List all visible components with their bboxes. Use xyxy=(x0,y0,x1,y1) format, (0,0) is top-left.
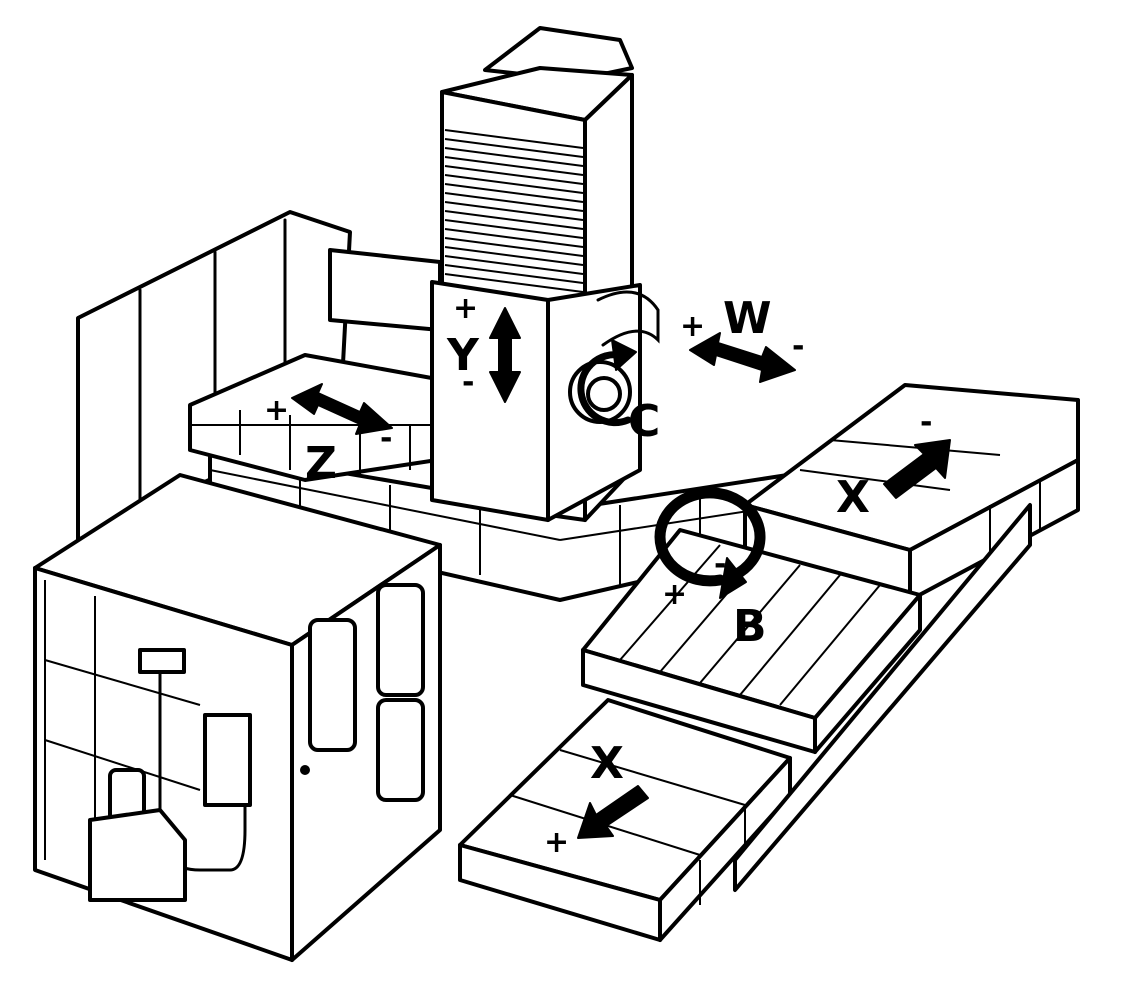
bellows-rib xyxy=(444,138,584,158)
x-rear-axis-label: X xyxy=(836,472,870,523)
b-minus-sign: - xyxy=(714,547,726,582)
x-rear-minus-sign: - xyxy=(920,405,932,440)
bellows-rib xyxy=(444,156,584,176)
z-axis-arrow xyxy=(291,383,393,435)
w-plus-sign: + xyxy=(680,309,705,344)
w-axis-arrow xyxy=(689,332,796,383)
c-axis-label: C xyxy=(628,396,660,447)
x-front-plus-sign: + xyxy=(544,825,569,860)
bellows-rib xyxy=(444,201,584,221)
bellows-rib xyxy=(444,255,584,275)
bellows-rib xyxy=(444,228,584,248)
b-plus-sign: + xyxy=(662,577,687,612)
bellows-rib xyxy=(444,273,584,293)
axis-arrows xyxy=(291,307,951,839)
bellows-rib xyxy=(444,165,584,185)
b-axis-arrow xyxy=(654,487,766,587)
w-minus-sign: - xyxy=(792,329,804,364)
y-plus-sign: + xyxy=(453,291,478,326)
bellows-rib xyxy=(444,246,584,266)
rotary-table xyxy=(581,528,922,754)
axis-labels: + Y - + Z - + W - C - X - + B X + xyxy=(264,291,932,860)
x-axis-front-bed xyxy=(458,503,1032,942)
bellows-rib xyxy=(444,129,584,149)
bellows-rib xyxy=(444,210,584,230)
c-axis-arrow xyxy=(577,351,632,427)
y-axis-arrow xyxy=(489,307,521,403)
x-front-axis-label: X xyxy=(590,738,624,789)
z-minus-sign: - xyxy=(380,421,392,456)
z-axis-label: Z xyxy=(305,438,337,489)
y-axis-label: Y xyxy=(446,330,480,381)
b-axis-label: B xyxy=(733,601,767,652)
bellows-rib xyxy=(444,237,584,257)
x-axis-front-arrow xyxy=(577,785,649,839)
bellows-rib xyxy=(444,192,584,212)
bellows-rib xyxy=(444,147,584,167)
operator-cabin xyxy=(33,473,442,962)
x-axis-rear-arrow xyxy=(883,439,951,499)
w-axis-label: W xyxy=(723,293,772,344)
z-plus-sign: + xyxy=(264,393,289,428)
bellows-rib xyxy=(444,264,584,284)
bellows-rib xyxy=(444,219,584,239)
bellows-rib xyxy=(444,174,584,194)
y-minus-sign: - xyxy=(462,365,474,400)
bellows-rib xyxy=(444,183,584,203)
